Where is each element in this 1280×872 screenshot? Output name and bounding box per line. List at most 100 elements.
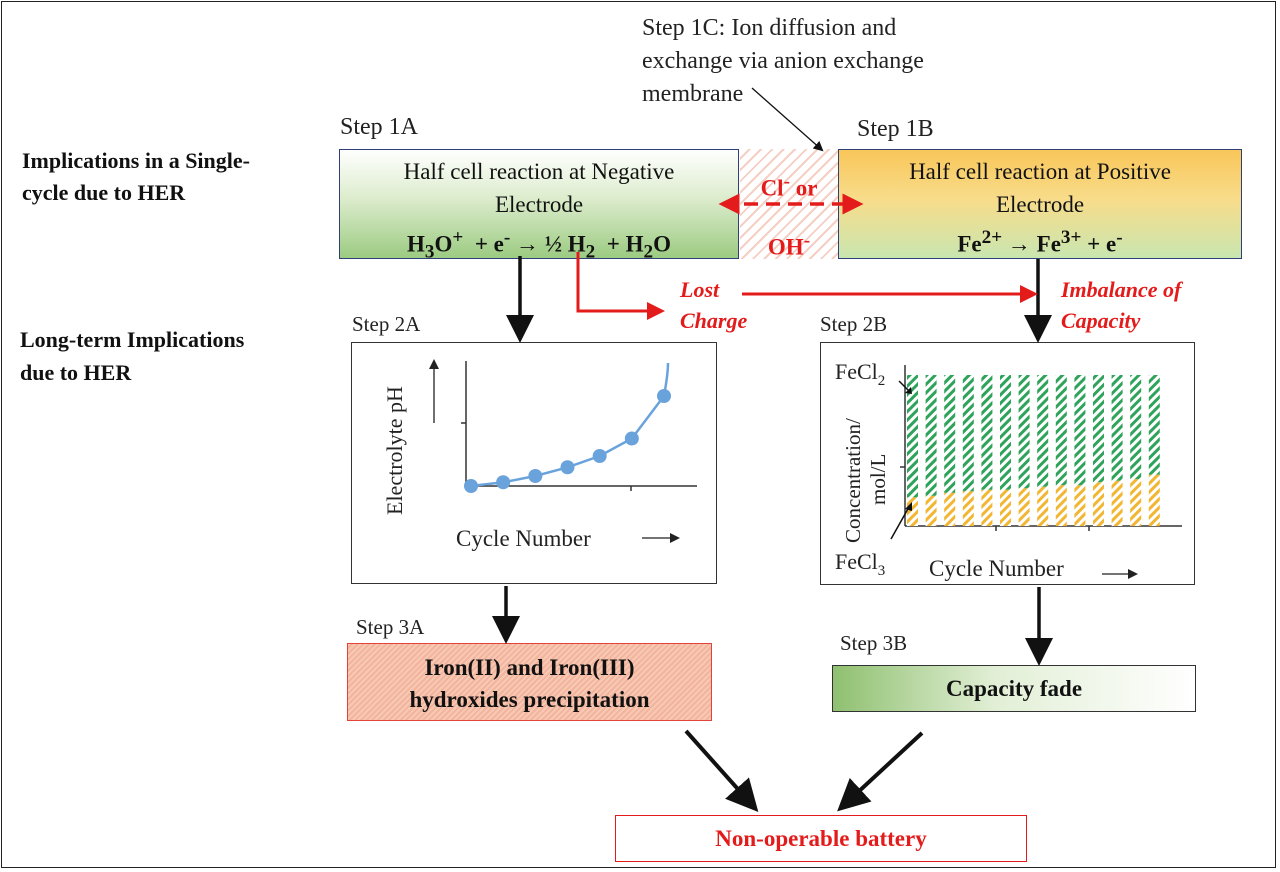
eq-sup-minus-b: - bbox=[1116, 227, 1123, 248]
lost-charge-line2: Charge bbox=[680, 308, 748, 333]
step1a-title: Step 1A bbox=[340, 114, 418, 140]
step3a-line1: Iron(II) and Iron(III) bbox=[424, 655, 635, 680]
eq-sup-3plus: 3+ bbox=[1060, 227, 1082, 248]
step2b-panel: FeCl2 FeCl3 Concentration/ mol/L Cycle N… bbox=[820, 342, 1195, 585]
eq-arrow-b: → bbox=[1007, 231, 1031, 257]
bar-fecl2 bbox=[1111, 375, 1123, 481]
fecl3-text: FeCl bbox=[835, 549, 878, 574]
ion-or-text: or bbox=[789, 175, 818, 201]
fecl3-sub: 3 bbox=[878, 563, 886, 579]
step1c-label: Step 1C: Ion diffusion and exchange via … bbox=[642, 12, 924, 111]
ph-point bbox=[496, 475, 511, 490]
bar-fecl2 bbox=[944, 375, 956, 493]
step3b-title: Step 3B bbox=[840, 631, 908, 655]
step1b-box: Half cell reaction at Positive Electrode… bbox=[838, 149, 1242, 259]
eq-sub-2: 2 bbox=[585, 241, 596, 263]
single-cycle-line1: Implications in a Single- bbox=[22, 148, 250, 173]
eq-fe-b: Fe bbox=[1036, 231, 1061, 257]
long-term-label: Long-term Implications due to HER bbox=[20, 323, 244, 389]
bar-fecl3 bbox=[1148, 474, 1160, 526]
bar-fecl2 bbox=[925, 375, 937, 496]
bar-fecl2 bbox=[1055, 375, 1067, 486]
step1b-line2: Electrode bbox=[995, 192, 1085, 217]
eq-o: O bbox=[434, 231, 453, 257]
step2a-title: Step 2A bbox=[352, 312, 421, 336]
bar-fecl3 bbox=[1000, 489, 1011, 526]
bar-fecl3 bbox=[962, 491, 974, 526]
ph-point bbox=[624, 431, 639, 446]
fecl2-sub: 2 bbox=[878, 373, 886, 389]
ph-point bbox=[464, 479, 478, 493]
bar-fecl3 bbox=[1093, 482, 1104, 526]
non-operable-label: Non-operable battery bbox=[715, 826, 927, 851]
bar-fecl3 bbox=[1111, 480, 1123, 526]
eq-sup-minus: - bbox=[503, 227, 511, 248]
long-term-line1: Long-term Implications bbox=[20, 327, 245, 352]
bar-fecl2 bbox=[1148, 375, 1160, 475]
ion-oh-sup: - bbox=[803, 229, 811, 251]
ion-cl: Cl- or bbox=[740, 167, 838, 204]
concentration-bars bbox=[907, 375, 1160, 526]
step1c-line3: membrane bbox=[642, 81, 744, 107]
step1a-line2: Electrode bbox=[494, 192, 584, 217]
fecl3-pointer-head bbox=[905, 502, 912, 511]
eq-sup-2plus: 2+ bbox=[981, 227, 1003, 248]
x-arrow-head bbox=[670, 533, 680, 543]
ion-oh-text: OH bbox=[767, 234, 804, 260]
eq-fe: Fe bbox=[957, 231, 982, 257]
bar-fecl2 bbox=[1037, 375, 1049, 487]
fecl2-pointer-head bbox=[905, 387, 912, 394]
ph-point bbox=[657, 389, 671, 403]
lost-charge-label: Lost Charge bbox=[680, 274, 747, 336]
bar-fecl3 bbox=[1037, 486, 1049, 526]
imbalance-line1: Imbalance of bbox=[1061, 277, 1182, 302]
step3a-line2: hydroxides precipitation bbox=[409, 687, 650, 712]
fecl3-label: FeCl3 bbox=[835, 549, 885, 579]
ion-cl-text: Cl bbox=[760, 175, 784, 201]
imbalance-label: Imbalance of Capacity bbox=[1061, 274, 1181, 336]
step1b-line1: Half cell reaction at Positive bbox=[909, 159, 1171, 184]
single-cycle-label: Implications in a Single- cycle due to H… bbox=[22, 145, 250, 209]
membrane-box: Cl- or OH- bbox=[740, 149, 838, 259]
eq-sub-2b: 2 bbox=[643, 241, 654, 263]
step2b-ylabel-1: Concentration/ bbox=[841, 418, 865, 543]
fecl2-text: FeCl bbox=[835, 359, 878, 384]
step1b-equation: Fe2+ → Fe3+ + e- bbox=[839, 221, 1241, 261]
step1b-title: Step 1B bbox=[857, 116, 934, 142]
x-arrow-head bbox=[1128, 569, 1138, 579]
bar-fecl2 bbox=[1093, 375, 1104, 483]
bar-fecl2 bbox=[1130, 375, 1142, 480]
step2b-chart: FeCl2 FeCl3 Concentration/ mol/L Cycle N… bbox=[835, 359, 1182, 581]
fecl2-label: FeCl2 bbox=[835, 359, 885, 389]
step1a-equation: H3O+ + e- → ½ H2 + H2O bbox=[340, 221, 738, 268]
imbalance-line2: Capacity bbox=[1061, 308, 1141, 333]
ion-oh: OH- bbox=[740, 226, 838, 263]
bar-fecl3 bbox=[1055, 485, 1067, 526]
eq-sup-plus: + bbox=[452, 227, 464, 248]
eq-half-h2: ½ H bbox=[544, 231, 586, 257]
step3b-label: Capacity fade bbox=[945, 676, 1083, 701]
ion-cl-sup: - bbox=[783, 171, 790, 192]
step1a-line1: Half cell reaction at Negative bbox=[403, 159, 675, 184]
bar-fecl3 bbox=[981, 489, 993, 526]
step2a-chart: Electrolyte pH Cycle Number bbox=[382, 359, 697, 551]
bar-fecl3 bbox=[1018, 488, 1030, 526]
eq-plus-e: + e bbox=[474, 231, 504, 257]
y-arrow-head bbox=[429, 359, 439, 369]
fecl3-pointer bbox=[890, 506, 910, 540]
step3a-box: Iron(II) and Iron(III) hydroxides precip… bbox=[347, 643, 712, 721]
eq-plus-e-b: + e bbox=[1087, 231, 1117, 257]
bar-fecl2 bbox=[962, 375, 974, 492]
eq-plus-h2o: + H bbox=[606, 231, 644, 257]
step1a-box: Half cell reaction at Negative Electrode… bbox=[339, 149, 739, 262]
eq-o-2: O bbox=[653, 231, 671, 257]
step2b-ylabel-2: mol/L bbox=[866, 454, 890, 505]
bar-fecl2 bbox=[1000, 375, 1011, 490]
bar-fecl3 bbox=[1130, 479, 1142, 526]
bar-fecl3 bbox=[944, 492, 956, 526]
eq-arrow: → bbox=[516, 231, 540, 257]
ph-point bbox=[592, 449, 607, 463]
bar-fecl3 bbox=[925, 495, 937, 526]
step2b-xlabel: Cycle Number bbox=[929, 556, 1064, 581]
fecl2-pointer bbox=[898, 380, 910, 392]
